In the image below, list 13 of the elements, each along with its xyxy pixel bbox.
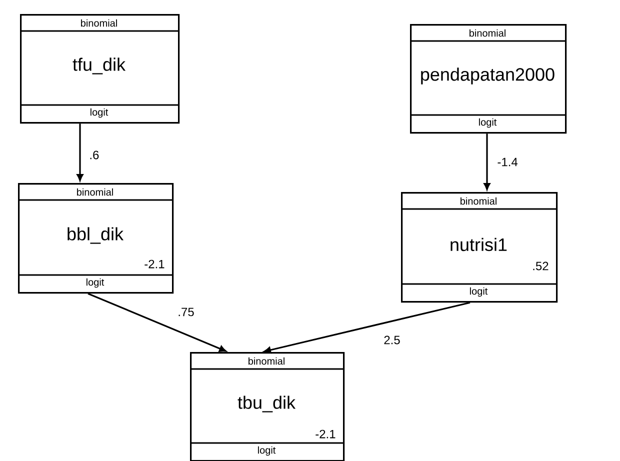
arrow xyxy=(484,134,490,190)
edge-label: .6 xyxy=(88,150,100,160)
arrow xyxy=(76,124,84,181)
arrow xyxy=(264,302,470,354)
variable-box: binomial tbu_dik -2.1 logit xyxy=(190,352,345,461)
edge-label: 2.5 xyxy=(382,334,402,346)
variable-box: binomial tfu_dik logit xyxy=(20,14,180,124)
variable-box: binomial nutrisi1 .52 logit xyxy=(401,192,558,303)
arrow xyxy=(88,292,226,352)
variable-box: binomial bbl_dik -2.1 logit xyxy=(18,183,174,294)
variable-box: binomial pendapatan2000 logit xyxy=(410,24,567,134)
edge-label: .75 xyxy=(176,306,196,318)
edge-label: -1.4 xyxy=(496,156,519,168)
